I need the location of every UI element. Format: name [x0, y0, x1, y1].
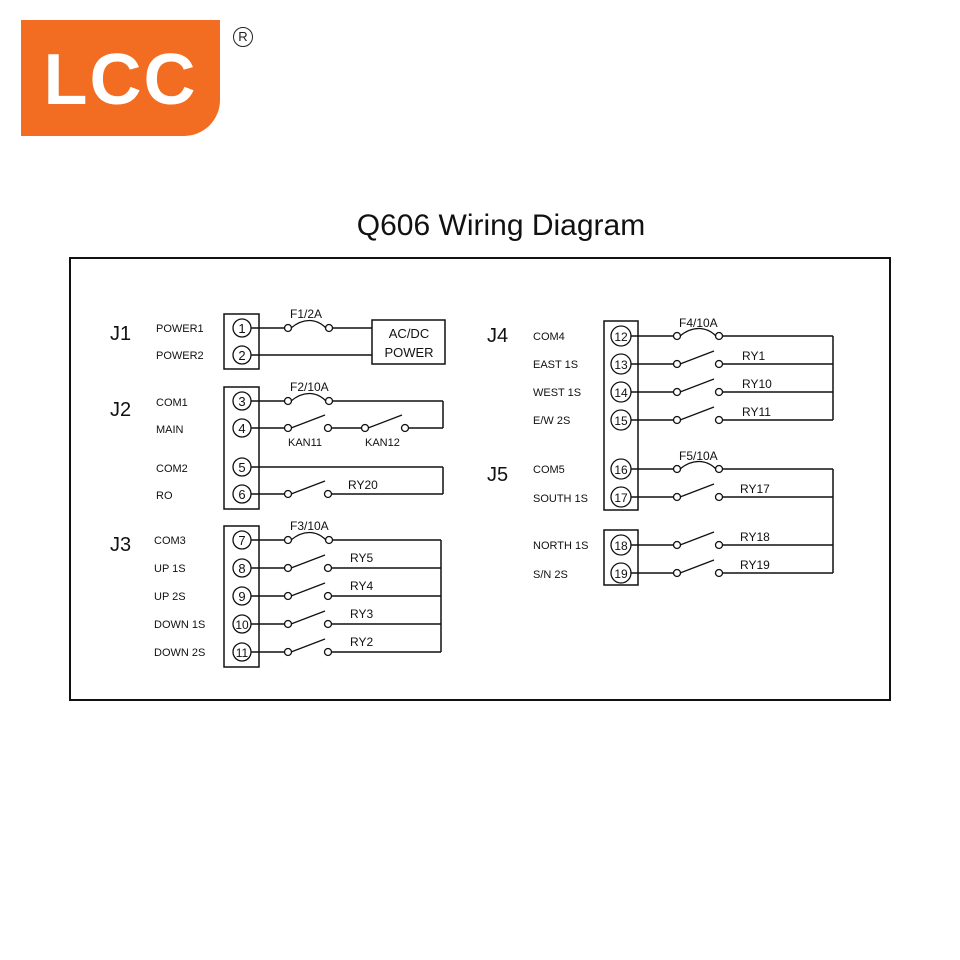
terminal-label: RO — [156, 490, 173, 502]
contact-label: KAN12 — [365, 437, 400, 449]
terminal-number: 10 — [235, 618, 249, 632]
relay-contact — [290, 480, 326, 495]
contact-label: KAN11 — [288, 437, 322, 449]
fuse-label: F5/10A — [679, 449, 718, 463]
terminal-label: S/N 2S — [533, 569, 568, 581]
terminal-label: POWER2 — [156, 350, 204, 362]
terminal-number: 4 — [238, 421, 245, 436]
terminal-label: E/W 2S — [533, 415, 570, 427]
terminal-label: MAIN — [156, 424, 184, 436]
lcc-logo: LCC — [21, 20, 220, 136]
terminal-number: 11 — [236, 646, 249, 660]
relay-label: RY1 — [742, 349, 765, 363]
terminal-number: 7 — [238, 533, 245, 548]
j5-group: J5 COM5 SOUTH 1S NORTH 1S S/N 2S 16 17 1… — [487, 449, 834, 586]
terminal-number: 13 — [614, 358, 628, 372]
switch-contact — [290, 414, 326, 429]
relay-label: RY18 — [740, 530, 770, 544]
terminal-number: 16 — [614, 463, 628, 477]
relay-label: RY5 — [350, 551, 373, 565]
j1-terminal-block — [223, 313, 260, 370]
terminal-number: 8 — [238, 561, 245, 576]
j1-label: J1 — [110, 323, 131, 345]
relay-label: RY17 — [740, 482, 770, 496]
j4-label: J4 — [487, 325, 508, 347]
terminal-number: 1 — [238, 321, 245, 336]
diagram-title: Q606 Wiring Diagram — [356, 209, 646, 242]
terminal-number: 19 — [614, 567, 628, 581]
switch-contact — [367, 414, 403, 429]
fuse-symbol — [290, 392, 327, 402]
terminal-number: 2 — [238, 348, 245, 363]
terminal-number: 6 — [238, 487, 245, 502]
terminal-label: UP 1S — [154, 563, 186, 575]
power-box-line2: POWER — [384, 345, 433, 360]
j2-label: J2 — [110, 399, 131, 421]
relay-label: RY11 — [742, 405, 771, 419]
terminal-label: COM5 — [533, 464, 565, 476]
relay-label: RY4 — [350, 579, 373, 593]
relay-label: RY20 — [348, 478, 378, 492]
terminal-number: 15 — [614, 414, 628, 428]
terminal-number: 3 — [238, 394, 245, 409]
j5-lower-terminal-block — [603, 529, 639, 586]
fuse-label: F2/10A — [290, 380, 329, 394]
j4-j5-terminal-block — [603, 320, 639, 511]
fuse-symbol — [679, 460, 717, 470]
terminal-label: DOWN 2S — [154, 647, 205, 659]
terminal-label: COM3 — [154, 535, 186, 547]
terminal-label: SOUTH 1S — [533, 493, 588, 505]
relay-label: RY3 — [350, 607, 373, 621]
fuse-symbol — [290, 319, 327, 329]
fuse-label: F3/10A — [290, 519, 329, 533]
terminal-label: WEST 1S — [533, 387, 581, 399]
fuse-label: F1/2A — [290, 307, 322, 321]
terminal-number: 17 — [614, 491, 628, 505]
terminal-label: COM2 — [156, 463, 188, 475]
fuse-label: F4/10A — [679, 316, 718, 330]
ac-dc-power-box — [371, 319, 446, 365]
relay-label: RY19 — [740, 558, 770, 572]
terminal-number: 9 — [238, 589, 245, 604]
terminal-number: 14 — [614, 386, 628, 400]
relay-label: RY2 — [350, 635, 373, 649]
j2-group: J2 COM1 MAIN COM2 RO 3 4 5 6 F2/10A KAN1… — [110, 380, 444, 510]
terminal-number: 18 — [614, 539, 628, 553]
fuse-symbol — [679, 327, 717, 337]
j1-group: J1 POWER1 POWER2 1 2 F1/2A AC/DC POWER — [110, 307, 446, 370]
terminal-label: EAST 1S — [533, 359, 578, 371]
j3-label: J3 — [110, 534, 131, 556]
diagram-frame — [69, 257, 891, 701]
fuse-symbol — [290, 531, 327, 541]
terminal-label: COM4 — [533, 331, 565, 343]
terminal-label: COM1 — [156, 397, 188, 409]
registered-mark-icon: R — [233, 27, 253, 47]
terminal-label: UP 2S — [154, 591, 186, 603]
terminal-label: DOWN 1S — [154, 619, 205, 631]
logo-text: LCC — [43, 40, 198, 120]
j3-group: J3 COM3 UP 1S UP 2S DOWN 1S DOWN 2S 7 8 … — [110, 519, 442, 668]
terminal-label: POWER1 — [156, 323, 204, 335]
terminal-label: NORTH 1S — [533, 540, 588, 552]
power-box-line1: AC/DC — [389, 326, 429, 341]
relay-label: RY10 — [742, 377, 772, 391]
terminal-number: 5 — [238, 460, 245, 475]
j5-label: J5 — [487, 464, 508, 486]
j2-terminal-block — [223, 386, 260, 510]
terminal-number: 12 — [614, 330, 628, 344]
j4-group: J4 COM4 EAST 1S WEST 1S E/W 2S 12 13 14 … — [487, 316, 834, 511]
